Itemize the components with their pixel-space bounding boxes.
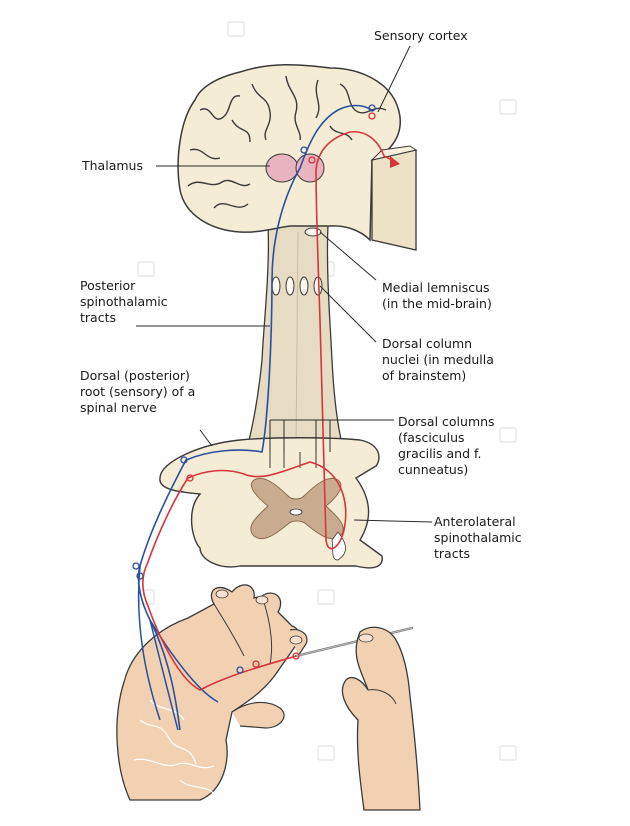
central-canal [289,508,303,516]
brainstem [245,224,345,453]
hand-with-pin [294,626,421,811]
label-dorsal-column-nuclei: Dorsal column nuclei (in medulla of brai… [382,336,494,383]
pathway-blue [137,104,373,731]
dorsal-column-nucleus [285,276,295,296]
thalamus [265,153,299,183]
holding-hand [341,626,421,811]
leader-lines [136,45,433,523]
label-dorsal-root: Dorsal (posterior) root (sensory) of a s… [80,368,196,415]
label-sensory-cortex: Sensory cortex [374,28,468,43]
label-medial-lemniscus: Medial lemniscus (in the mid-brain) [382,280,492,311]
thumb [231,701,285,729]
dorsal-column-nucleus [299,276,309,296]
hand [116,584,308,801]
label-posterior-spinothalamic: Posterior spinothalamic tracts [80,278,168,325]
brainstem-midline [295,231,299,449]
dorsal-column-nucleus [271,276,281,296]
brain [177,64,418,251]
label-thalamus: Thalamus [82,158,143,173]
brain-outline [177,64,401,242]
pathways [132,104,400,731]
medial-lemniscus-oval [304,227,322,237]
label-dorsal-columns: Dorsal columns (fasciculus gracilis and … [398,414,495,477]
pathway-red [141,131,397,691]
label-anterolateral: Anterolateral spinothalamic tracts [434,514,522,561]
